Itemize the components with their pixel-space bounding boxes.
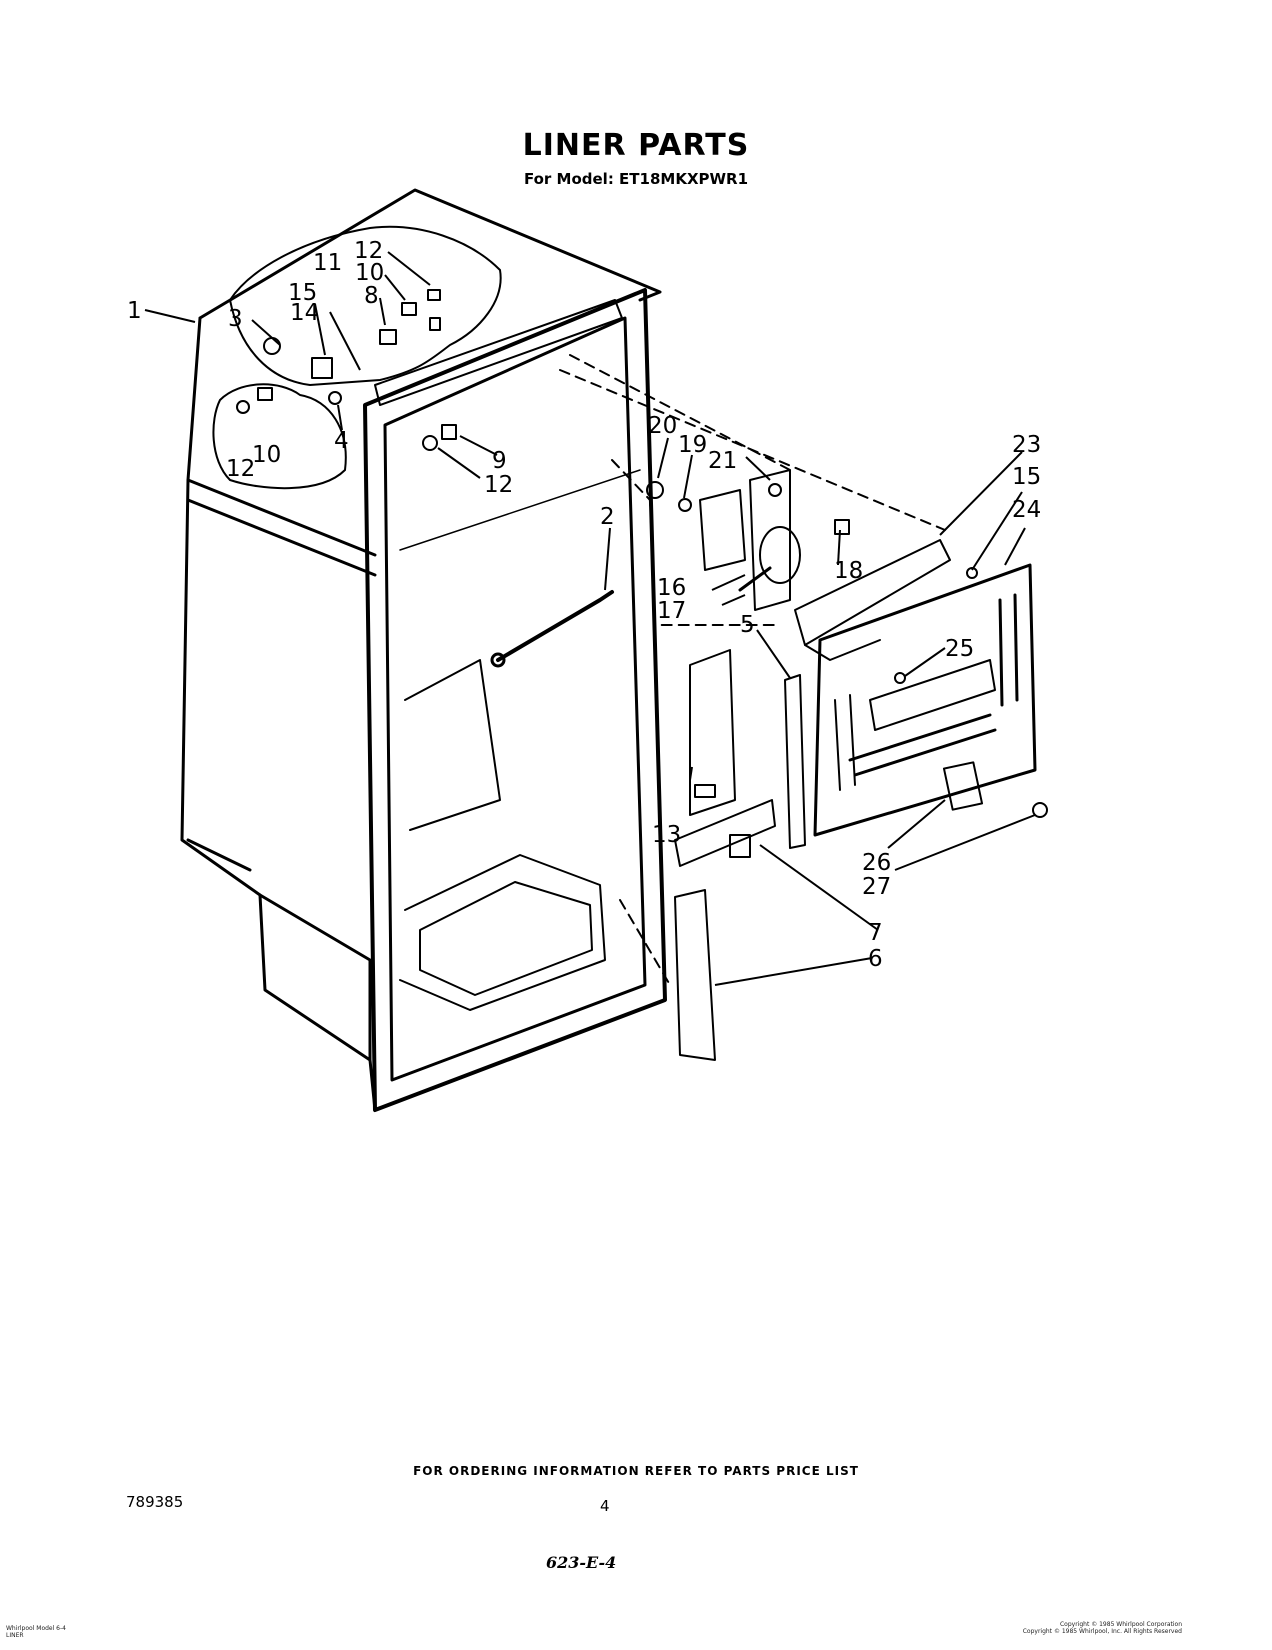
copyright-notice: Copyright © 1985 Whirlpool Corporation C…: [1023, 1621, 1182, 1635]
callout-12-mid: 12: [484, 472, 513, 498]
callout-2: 2: [600, 504, 615, 530]
callout-5: 5: [740, 612, 755, 638]
callout-6: 6: [868, 946, 883, 972]
callout-8: 8: [364, 283, 379, 309]
page-title: LINER PARTS: [522, 128, 750, 163]
callout-14: 14: [290, 300, 319, 326]
callout-1: 1: [127, 298, 142, 324]
callout-26: 26: [862, 850, 891, 876]
model-subtitle: For Model: ET18MKXPWR1: [523, 170, 749, 188]
small-print-left-line: Whirlpool Model 6-4: [6, 1625, 66, 1632]
cabinet-body: [180, 188, 662, 1112]
evaporator-cover: [813, 563, 1037, 837]
callout-7: 7: [868, 920, 883, 946]
callout-19: 19: [678, 432, 707, 458]
callout-3: 3: [228, 306, 243, 332]
callout-23: 23: [1012, 432, 1041, 458]
callout-12-top: 12: [354, 238, 383, 264]
callout-25: 25: [945, 636, 974, 662]
small-print-left: Whirlpool Model 6-4 LINER: [6, 1625, 66, 1639]
callout-17: 17: [657, 598, 686, 624]
ordering-note: FOR ORDERING INFORMATION REFER TO PARTS …: [413, 1464, 859, 1478]
liner-frame: [363, 288, 667, 1112]
callout-18: 18: [834, 558, 863, 584]
callout-11: 11: [313, 250, 342, 276]
callout-20: 20: [648, 413, 677, 439]
callout-21: 21: [708, 448, 737, 474]
copyright-line: Copyright © 1985 Whirlpool, Inc. All Rig…: [1022, 1628, 1182, 1635]
callout-10-left: 10: [252, 442, 281, 468]
callout-24: 24: [1012, 497, 1041, 523]
callout-10-top: 10: [355, 260, 384, 286]
small-print-left-line: LINER: [6, 1632, 24, 1639]
copyright-line: Copyright © 1985 Whirlpool Corporation: [1059, 1621, 1182, 1628]
callout-15-right: 15: [1012, 464, 1041, 490]
callout-12-left: 12: [226, 456, 255, 482]
handwritten-code: 623-E-4: [546, 1553, 617, 1572]
callout-4: 4: [334, 428, 349, 454]
callout-16: 16: [657, 575, 686, 601]
callout-13: 13: [652, 822, 681, 848]
page-number: 4: [600, 1497, 610, 1515]
callout-27: 27: [862, 874, 891, 900]
callout-9: 9: [492, 448, 507, 474]
document-number: 789385: [126, 1493, 184, 1511]
callout-15-top: 15: [288, 280, 317, 306]
